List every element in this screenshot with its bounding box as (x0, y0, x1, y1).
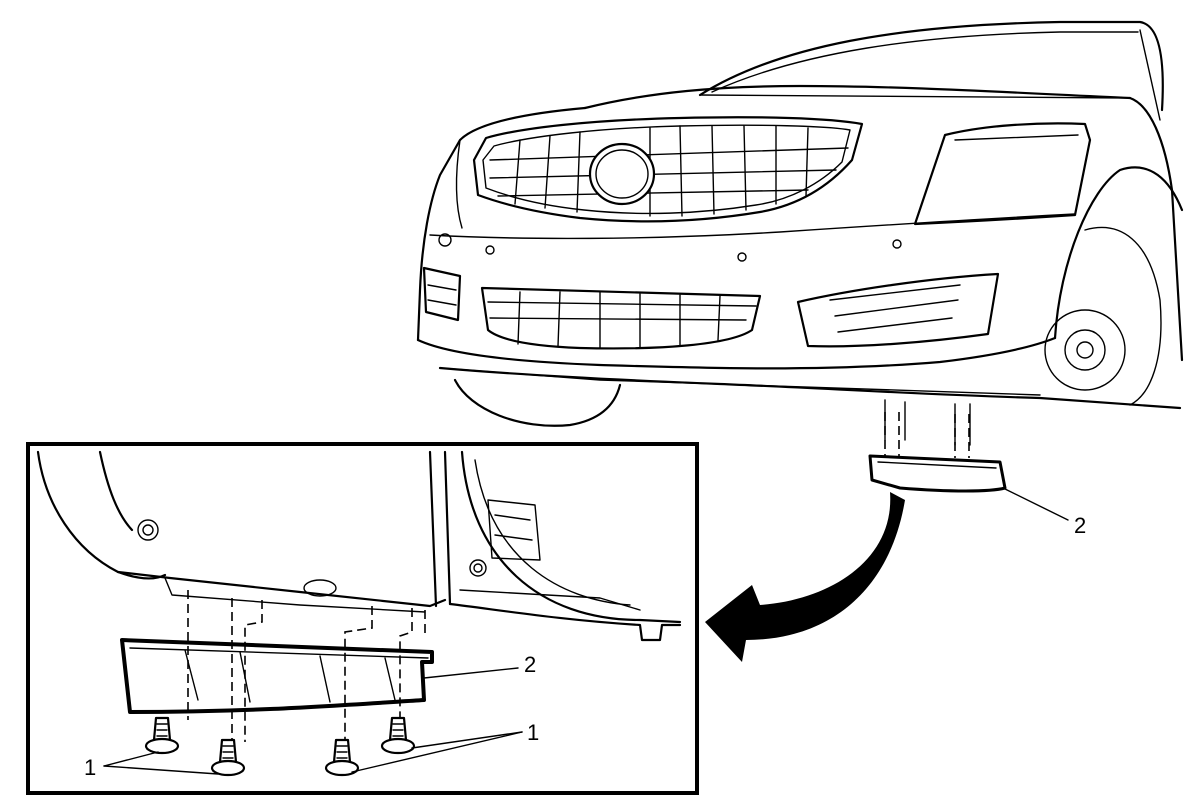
detail-inset (26, 442, 699, 795)
callout-1-left: 1 (84, 755, 96, 780)
push-pin-retainers (144, 716, 416, 777)
callout-2-upper: 2 (1074, 513, 1086, 538)
direction-arrow (705, 492, 905, 662)
vehicle-front-view (416, 20, 1184, 446)
callout-1-right: 1 (527, 720, 539, 745)
deflector-removed (868, 412, 1069, 521)
callout-2-inset: 2 (524, 652, 536, 677)
